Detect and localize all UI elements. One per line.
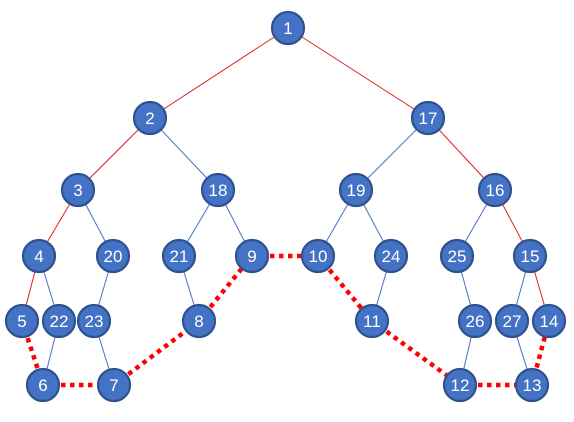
node-circle	[270, 10, 306, 46]
node-circle	[410, 100, 446, 136]
node-circle	[354, 303, 390, 339]
tree-node-19: 19	[338, 172, 374, 208]
edge-n1-n2	[149, 27, 289, 119]
node-circle	[96, 367, 132, 403]
tree-node-12: 12	[442, 367, 478, 403]
tree-node-10: 10	[300, 238, 336, 274]
node-circle	[4, 303, 40, 339]
node-circle	[181, 303, 217, 339]
node-label: 18	[209, 181, 228, 200]
node-circle	[200, 172, 236, 208]
node-circle	[531, 303, 567, 339]
tree-node-21: 21	[161, 238, 197, 274]
node-circle	[512, 238, 548, 274]
tree-node-17: 17	[410, 100, 446, 136]
node-label: 1	[283, 19, 292, 38]
node-label: 25	[448, 247, 467, 266]
node-circle	[442, 367, 478, 403]
node-label: 2	[145, 109, 154, 128]
node-label: 12	[451, 376, 470, 395]
node-label: 7	[109, 376, 118, 395]
node-label: 26	[466, 312, 485, 331]
node-label: 17	[419, 109, 438, 128]
node-circle	[76, 303, 112, 339]
edge-n1-n17	[287, 27, 429, 119]
tree-node-7: 7	[96, 367, 132, 403]
tree-node-6: 6	[25, 367, 61, 403]
tree-node-25: 25	[439, 238, 475, 274]
node-label: 22	[50, 312, 69, 331]
tree-node-11: 11	[354, 303, 390, 339]
tree-node-20: 20	[95, 238, 131, 274]
tree-node-15: 15	[512, 238, 548, 274]
node-label: 21	[170, 247, 189, 266]
node-label: 11	[363, 312, 381, 331]
node-circle	[457, 303, 493, 339]
node-label: 10	[309, 247, 328, 266]
node-label: 15	[521, 247, 540, 266]
tree-node-4: 4	[21, 238, 57, 274]
tree-node-9: 9	[234, 238, 270, 274]
tree-node-26: 26	[457, 303, 493, 339]
tree-node-22: 22	[41, 303, 77, 339]
node-label: 24	[382, 247, 401, 266]
node-circle	[95, 238, 131, 274]
tree-node-23: 23	[76, 303, 112, 339]
tree-node-3: 3	[60, 172, 96, 208]
node-circle	[234, 238, 270, 274]
tree-node-24: 24	[373, 238, 409, 274]
tree-node-27: 27	[494, 303, 530, 339]
node-circle	[132, 100, 168, 136]
node-circle	[514, 367, 550, 403]
node-label: 14	[540, 312, 559, 331]
node-label: 20	[104, 247, 123, 266]
node-label: 3	[73, 181, 82, 200]
tree-node-16: 16	[477, 172, 513, 208]
node-label: 5	[17, 312, 26, 331]
node-circle	[161, 238, 197, 274]
tree-node-8: 8	[181, 303, 217, 339]
tree-node-2: 2	[132, 100, 168, 136]
node-circle	[338, 172, 374, 208]
node-circle	[21, 238, 57, 274]
node-label: 6	[38, 376, 47, 395]
node-circle	[60, 172, 96, 208]
tree-node-13: 13	[514, 367, 550, 403]
node-circle	[494, 303, 530, 339]
tree-node-18: 18	[200, 172, 236, 208]
node-label: 16	[486, 181, 505, 200]
node-label: 9	[247, 247, 256, 266]
node-circle	[373, 238, 409, 274]
node-label: 13	[523, 376, 542, 395]
boundary-link-n11-n12	[370, 319, 462, 387]
node-circle	[300, 238, 336, 274]
tree-node-14: 14	[531, 303, 567, 339]
tree-node-1: 1	[270, 10, 306, 46]
node-label: 23	[85, 312, 104, 331]
tree-node-5: 5	[4, 303, 40, 339]
node-label: 8	[194, 312, 203, 331]
node-circle	[439, 238, 475, 274]
node-circle	[25, 367, 61, 403]
node-label: 19	[347, 181, 366, 200]
node-circle	[477, 172, 513, 208]
node-circle	[41, 303, 77, 339]
node-label: 27	[503, 312, 522, 331]
node-label: 4	[34, 247, 43, 266]
